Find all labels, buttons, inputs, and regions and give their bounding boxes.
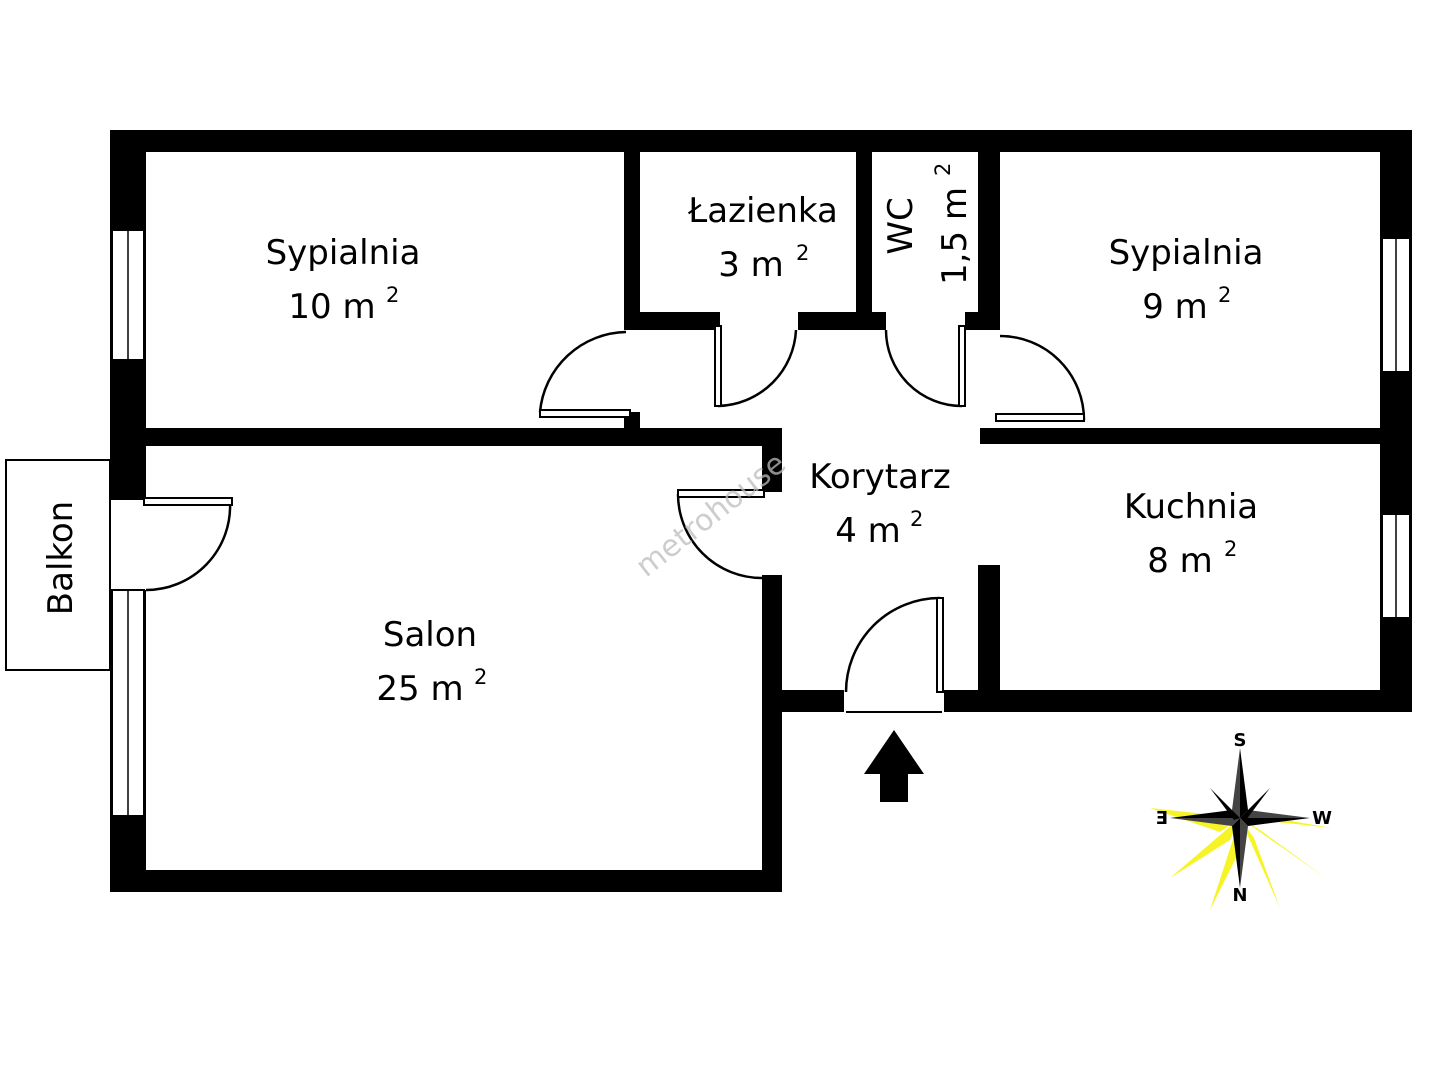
room-area-sup: 2	[386, 283, 399, 307]
door-wc	[884, 329, 963, 408]
room-area-sup: 2	[931, 163, 955, 176]
room-area: 10 m	[288, 287, 375, 327]
room-area: 9 m	[1142, 287, 1208, 327]
compass-letter-top: S	[1234, 730, 1247, 751]
room-label-sypialnia-left: Sypialnia 10 m 2	[266, 233, 421, 327]
room-area: 1,5 m	[935, 187, 975, 285]
room-area: 4 m	[835, 511, 901, 551]
balkon-outline	[5, 459, 111, 671]
door-salon	[676, 493, 763, 580]
wall-wc-bottom-right	[965, 312, 1000, 330]
wall-lazienka-bottom-right	[798, 312, 870, 330]
compass-letter-right: W	[1312, 808, 1332, 829]
room-name: Korytarz	[809, 457, 951, 497]
compass-letter-bottom: N	[1232, 883, 1247, 904]
wall-kuchnia-left	[978, 565, 1000, 712]
door-lazienka	[717, 329, 798, 408]
entrance-arrow-icon	[864, 730, 924, 802]
room-area-sup: 2	[474, 665, 487, 689]
room-area-sup: 2	[1224, 537, 1237, 561]
wall-salon-right	[762, 575, 782, 892]
room-name: Sypialnia	[1109, 233, 1264, 273]
wall-salon-bottom	[110, 870, 782, 892]
room-area: 3 m	[718, 245, 784, 285]
room-name: Balkon	[41, 501, 81, 615]
room-label-kuchnia: Kuchnia 8 m 2	[1124, 487, 1258, 581]
wall-outer-right	[1380, 130, 1412, 712]
room-area-sup: 2	[796, 241, 809, 265]
room-label-wc-area: 1,5 m 2	[931, 163, 975, 285]
room-name: Salon	[383, 615, 477, 655]
room-name: Kuchnia	[1124, 487, 1258, 527]
room-label-sypialnia-right: Sypialnia 9 m 2	[1109, 233, 1264, 327]
room-label-lazienka: Łazienka 3 m 2	[687, 191, 838, 285]
wall-outer-top	[110, 130, 1412, 152]
wall-salon-right-upper	[762, 428, 782, 492]
wall-wc-bottom	[856, 312, 886, 330]
room-area: 25 m	[376, 669, 463, 709]
room-label-wc: WC	[881, 197, 921, 254]
wall-sypialnia-kuchnia	[980, 428, 1412, 444]
wall-bottom-entrance-right	[944, 690, 1412, 712]
room-label-balkon: Balkon	[41, 501, 81, 615]
wall-lazienka-wc	[856, 130, 872, 330]
door-balkon	[145, 501, 232, 592]
wall-wc-sypialnia	[978, 130, 1000, 330]
room-label-salon: Salon 25 m 2	[376, 615, 487, 709]
room-name: WC	[881, 197, 921, 254]
compass-rose-icon: S E W N	[1150, 730, 1332, 910]
room-area: 8 m	[1147, 541, 1213, 581]
door-entrance	[844, 596, 941, 693]
watermark: metrohouse	[629, 446, 792, 584]
room-label-korytarz: Korytarz 4 m 2	[809, 457, 951, 551]
compass-letter-left: E	[1156, 808, 1168, 829]
doors	[143, 325, 1086, 713]
room-name: Sypialnia	[266, 233, 421, 273]
wall-lazienka-bottom-left	[624, 312, 720, 330]
wall-sypialnia-salon	[110, 428, 780, 446]
windows	[111, 229, 1411, 817]
room-name: Łazienka	[687, 191, 838, 231]
wall-bottom-entrance-left	[762, 690, 844, 712]
door-sypialnia-right	[999, 334, 1086, 421]
door-sypialnia-left	[538, 330, 627, 413]
room-area-sup: 2	[1218, 283, 1231, 307]
wall-sypialnia-lazienka	[624, 130, 640, 330]
room-area-sup: 2	[910, 507, 923, 531]
